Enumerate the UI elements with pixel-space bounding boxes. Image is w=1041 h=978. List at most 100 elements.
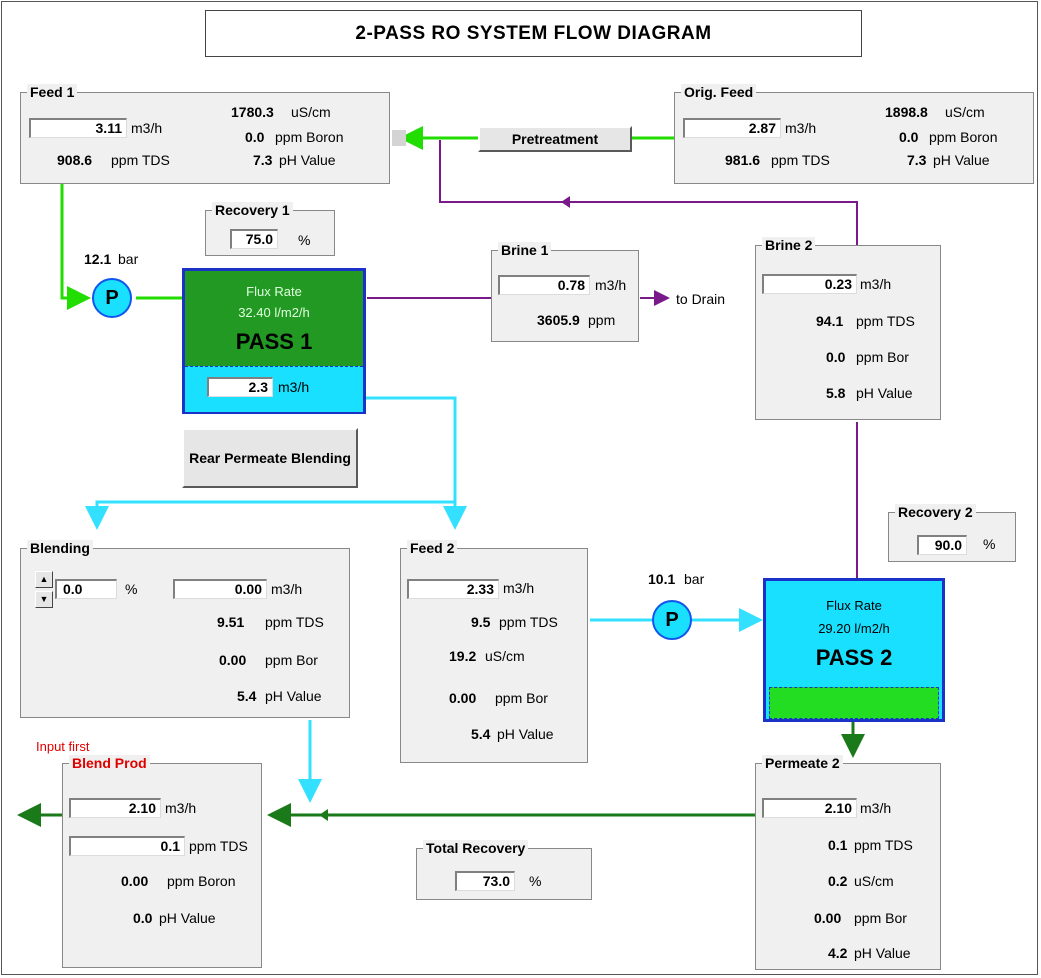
brine2-tds: 94.1 [816, 313, 844, 329]
diagram-title: 2-PASS RO SYSTEM FLOW DIAGRAM [205, 10, 862, 57]
orig-feed-flow-unit: m3/h [785, 120, 817, 136]
blending-tds: 9.51 [217, 614, 245, 630]
blending-percent-input[interactable]: 0.0 [55, 579, 117, 599]
pass1-flux: 32.40 l/m2/h [185, 305, 363, 321]
blend-prod-tds-input[interactable]: 0.1 [69, 836, 185, 856]
arrow-recycle [561, 196, 570, 208]
recovery1-panel: Recovery 1 75.0 % [205, 202, 335, 256]
permeate2-cond-unit: uS/cm [854, 873, 894, 889]
feed1-caption: Feed 1 [27, 84, 78, 100]
permeate2-panel: Permeate 2 2.10 m3/h 0.1 ppm TDS 0.2 uS/… [755, 755, 941, 970]
pass1-stage: Flux Rate 32.40 l/m2/h PASS 1 2.3 m3/h [182, 268, 366, 414]
orig-feed-panel: Orig. Feed 2.87 m3/h 1898.8 uS/cm 981.6 … [674, 84, 1034, 184]
pass1-permeate-input[interactable]: 2.3 [207, 377, 273, 397]
triangle-down-icon: ▼ [39, 594, 49, 604]
feed2-panel: Feed 2 2.33 m3/h 9.5 ppm TDS 19.2 uS/cm … [400, 540, 588, 763]
pretreatment-button[interactable]: Pretreatment [478, 126, 632, 152]
pass1-permeate-unit: m3/h [278, 379, 310, 395]
permeate2-flow-unit: m3/h [860, 800, 892, 816]
pump2-icon: P [652, 600, 692, 640]
blend-prod-boron: 0.00 [121, 873, 149, 889]
blending-percent-unit: % [125, 581, 138, 597]
feed2-tds-unit: ppm TDS [499, 614, 558, 630]
feed1-boron-unit: ppm Boron [275, 129, 344, 145]
pass2-stage: Flux Rate 29.20 l/m2/h PASS 2 [763, 578, 945, 722]
blending-down-button[interactable]: ▼ [35, 591, 53, 608]
permeate2-tds: 0.1 [828, 837, 848, 853]
blending-panel: Blending ▲ ▼ 0.0 % 0.00 m3/h 9.51 ppm TD… [20, 540, 350, 718]
line-pass1-permeate [362, 396, 457, 502]
rear-permeate-blending-button[interactable]: Rear Permeate Blending [182, 428, 358, 488]
feed1-conductivity: 1780.3 [231, 104, 274, 120]
blending-ph: 5.4 [237, 688, 257, 704]
feed1-flow-unit: m3/h [131, 120, 163, 136]
blending-boron-unit: ppm Bor [265, 652, 318, 668]
pass2-flux-unit: l/m2/h [854, 621, 890, 636]
to-drain-label: to Drain [676, 291, 726, 307]
feed1-ph-unit: pH Value [279, 152, 336, 168]
brine2-ph-unit: pH Value [856, 385, 913, 401]
blend-prod-flow-input[interactable]: 2.10 [69, 798, 161, 818]
feed1-flow-input[interactable]: 3.11 [29, 118, 127, 138]
input-first-label: Input first [36, 739, 90, 754]
blending-up-button[interactable]: ▲ [35, 571, 53, 588]
line-brine2-recycle [439, 140, 858, 245]
permeate2-flow-input[interactable]: 2.10 [762, 798, 857, 818]
feed1-boron: 0.0 [245, 129, 265, 145]
blend-prod-ph-unit: pH Value [159, 910, 216, 926]
permeate2-tds-unit: ppm TDS [854, 837, 913, 853]
total-recovery-panel: Total Recovery 73.0 % [416, 840, 592, 900]
brine2-caption: Brine 2 [762, 237, 816, 253]
recovery1-caption: Recovery 1 [212, 202, 293, 218]
feed2-flow-input[interactable]: 2.33 [407, 579, 499, 599]
permeate2-boron: 0.00 [814, 910, 842, 926]
pass1-flux-unit: l/m2/h [274, 305, 310, 320]
orig-feed-ph-unit: pH Value [933, 152, 990, 168]
feed2-caption: Feed 2 [407, 540, 458, 556]
blending-tds-unit: ppm TDS [265, 614, 324, 630]
orig-feed-tds: 981.6 [725, 152, 761, 168]
brine1-caption: Brine 1 [498, 242, 552, 258]
orig-feed-cond-unit: uS/cm [945, 104, 985, 120]
brine2-boron: 0.0 [826, 349, 846, 365]
pass2-permeate-section [769, 687, 939, 719]
feed2-ph-unit: pH Value [497, 726, 554, 742]
pump1-pressure: 12.1 [84, 251, 112, 267]
pass2-flux-value: 29.20 [818, 621, 851, 636]
triangle-up-icon: ▲ [39, 574, 49, 584]
pass2-flux: 29.20 l/m2/h [766, 621, 942, 637]
feed1-tds-unit: ppm TDS [111, 152, 170, 168]
brine2-ph: 5.8 [826, 385, 846, 401]
pump1-icon: P [92, 278, 132, 318]
pass1-name: PASS 1 [235, 329, 313, 354]
orig-feed-conductivity: 1898.8 [885, 104, 928, 120]
permeate2-boron-unit: ppm Bor [854, 910, 907, 926]
orig-feed-tds-unit: ppm TDS [771, 152, 830, 168]
feed1-cond-unit: uS/cm [291, 104, 331, 120]
feed2-boron-unit: ppm Bor [495, 690, 548, 706]
pass2-flux-label: Flux Rate [826, 598, 882, 613]
recovery1-unit: % [298, 232, 311, 248]
orig-feed-boron: 0.0 [899, 129, 919, 145]
brine2-tds-unit: ppm TDS [856, 313, 915, 329]
permeate2-conductivity: 0.2 [828, 873, 848, 889]
blending-caption: Blending [27, 540, 93, 556]
total-recovery-input[interactable]: 73.0 [455, 871, 515, 891]
pass1-flux-value: 32.40 [238, 305, 271, 320]
brine1-tds-unit: ppm [588, 312, 616, 328]
feed1-tds: 908.6 [57, 152, 93, 168]
pass1-flux-label: Flux Rate [246, 284, 302, 299]
blending-flow-input[interactable]: 0.00 [173, 579, 267, 599]
recovery2-input[interactable]: 90.0 [917, 535, 967, 555]
brine1-tds: 3605.9 [537, 312, 580, 328]
brine2-flow-input[interactable]: 0.23 [762, 274, 857, 294]
line-permeate-to-blending [85, 500, 455, 530]
brine2-panel: Brine 2 0.23 m3/h 94.1 ppm TDS 0.0 ppm B… [755, 237, 941, 420]
blending-boron: 0.00 [219, 652, 247, 668]
orig-feed-boron-unit: ppm Boron [929, 129, 998, 145]
orig-feed-flow-input[interactable]: 2.87 [683, 118, 781, 138]
total-recovery-unit: % [529, 873, 542, 889]
brine1-flow-input[interactable]: 0.78 [498, 275, 590, 295]
recovery1-input[interactable]: 75.0 [230, 229, 278, 249]
